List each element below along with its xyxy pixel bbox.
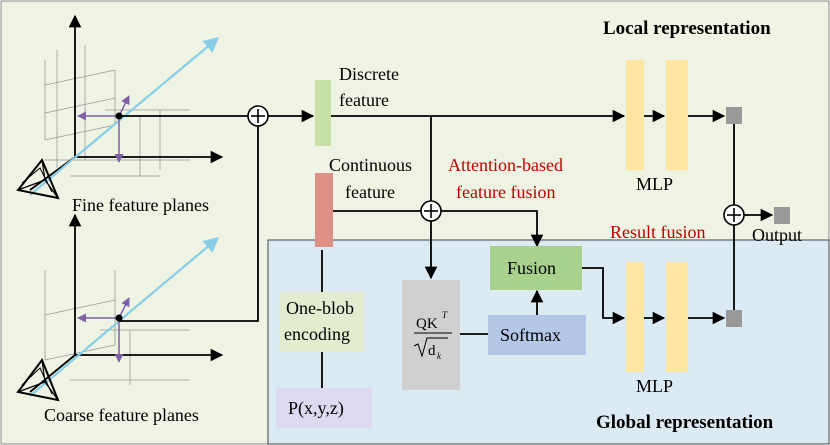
fusion-box bbox=[490, 246, 582, 290]
position-label: P(x,y,z) bbox=[288, 398, 344, 419]
coarse-feature-planes-graphic bbox=[16, 213, 224, 402]
attention-label-2: feature fusion bbox=[456, 182, 555, 202]
position-box bbox=[276, 388, 372, 428]
qk-denominator: d bbox=[428, 343, 436, 359]
fusion-label: Fusion bbox=[507, 258, 556, 278]
connections bbox=[119, 109, 774, 388]
mlp-top-label: MLP bbox=[636, 174, 673, 194]
softmax-box bbox=[488, 315, 586, 355]
qk-attention-box bbox=[402, 280, 460, 390]
result-fusion-label: Result fusion bbox=[610, 222, 706, 242]
coarse-planes-label: Coarse feature planes bbox=[44, 405, 199, 425]
mlp-bottom-layer-2 bbox=[666, 262, 688, 372]
result-fusion-plus-icon bbox=[723, 204, 745, 226]
global-title: Global representation bbox=[596, 412, 774, 433]
one-blob-label-1: One-blob bbox=[286, 298, 354, 318]
attention-plus-icon bbox=[420, 200, 442, 222]
output-node bbox=[774, 207, 790, 224]
mlp-top-layer-2 bbox=[666, 60, 688, 170]
one-blob-label-2: encoding bbox=[284, 324, 350, 344]
mlp-top-layer-1 bbox=[626, 60, 644, 170]
attention-label-1: Attention-based bbox=[448, 155, 563, 175]
one-blob-encoding-box bbox=[280, 292, 364, 352]
output-label: Output bbox=[752, 225, 802, 245]
concat-plus-icon bbox=[247, 105, 269, 127]
discrete-label-2: feature bbox=[339, 90, 389, 110]
qk-superscript: T bbox=[442, 310, 448, 320]
mlp-bottom-layer-1 bbox=[626, 262, 644, 372]
softmax-label: Softmax bbox=[500, 325, 561, 345]
continuous-feature-block bbox=[315, 173, 333, 247]
qk-numerator: QK bbox=[416, 316, 438, 332]
discrete-feature-block bbox=[315, 80, 331, 146]
sqrt-icon bbox=[413, 337, 448, 358]
global-output-node bbox=[726, 310, 742, 327]
discrete-label-1: Discrete bbox=[339, 64, 399, 84]
local-output-node bbox=[726, 107, 742, 124]
continuous-label-2: feature bbox=[345, 182, 395, 202]
fine-planes-label: Fine feature planes bbox=[72, 195, 209, 215]
continuous-label-1: Continuous bbox=[329, 155, 412, 175]
coarse-sample-point bbox=[115, 314, 123, 322]
mlp-bottom-label: MLP bbox=[636, 376, 673, 396]
qk-subscript: k bbox=[437, 351, 442, 361]
local-title: Local representation bbox=[603, 18, 771, 39]
